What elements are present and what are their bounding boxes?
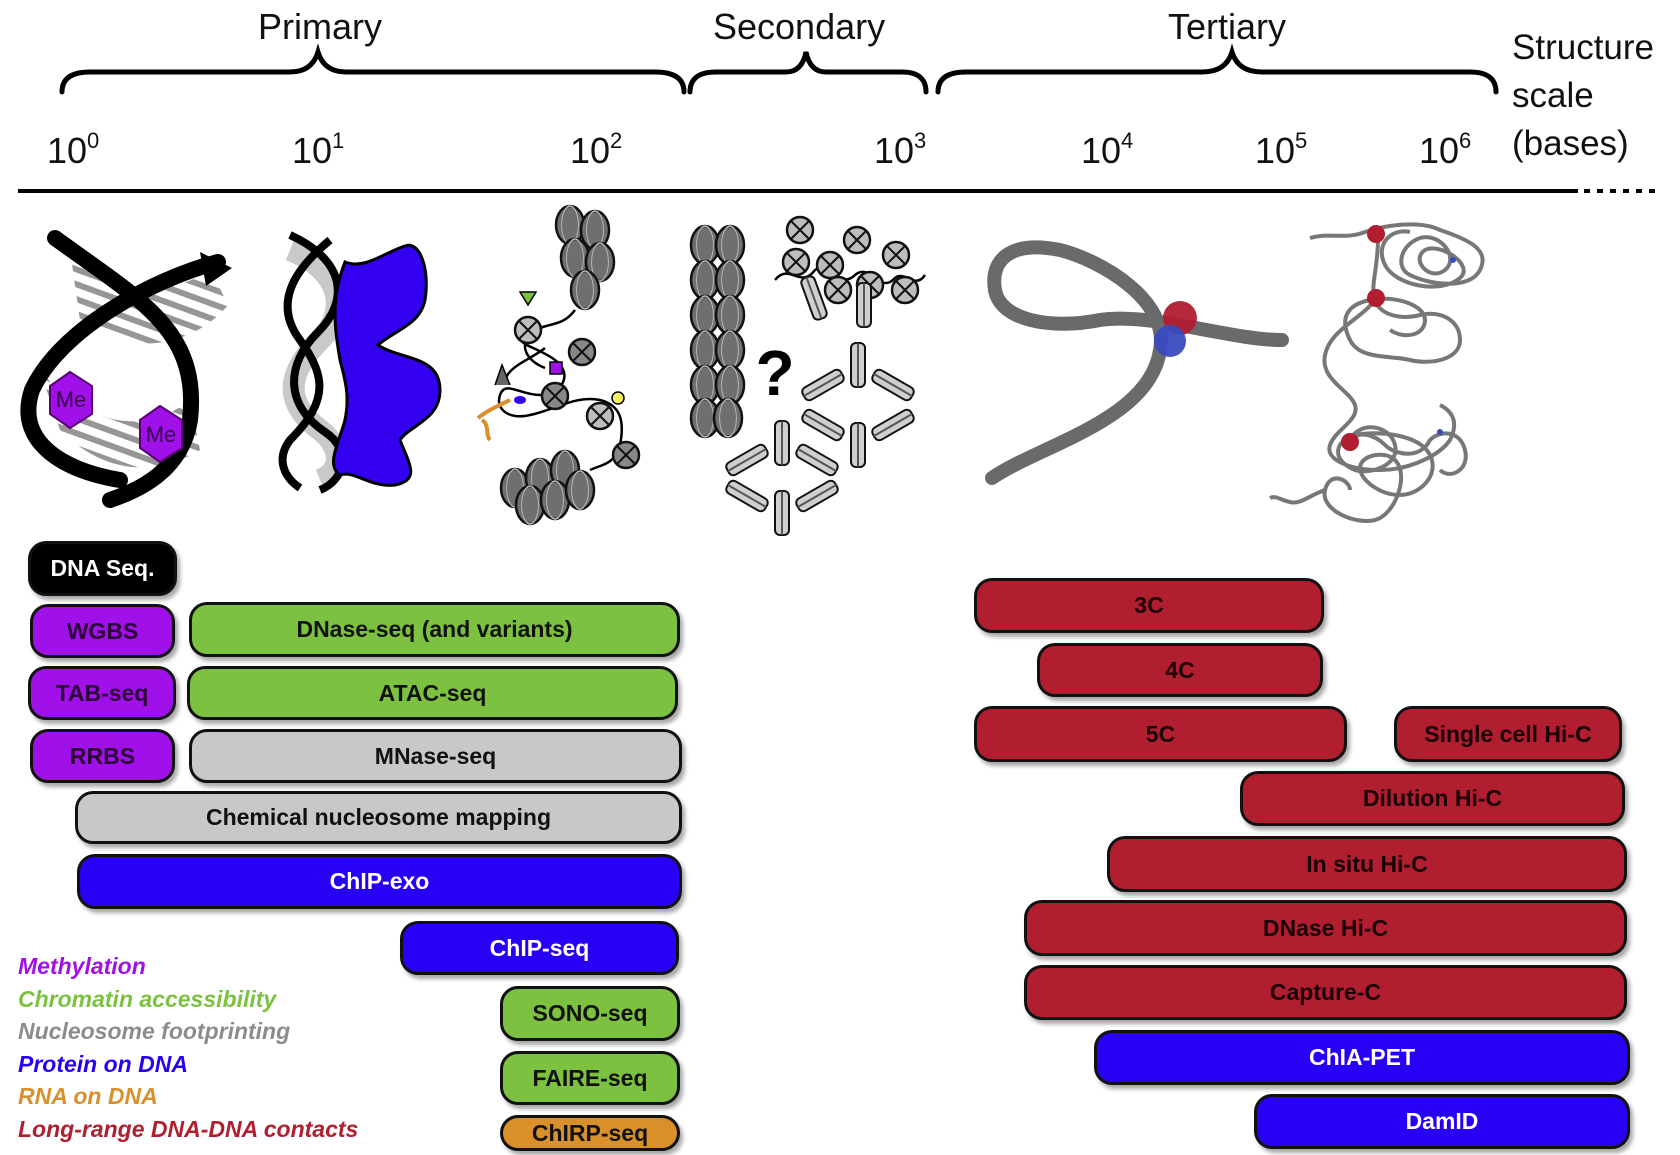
axis-tick: 103 [874, 128, 927, 172]
axis-tick: 106 [1419, 128, 1472, 172]
technique-mnase-seq: MNase-seq [189, 729, 682, 783]
axis-tick: 104 [1081, 128, 1134, 172]
technique-in-situ-hi-c: In situ Hi-C [1107, 836, 1627, 892]
technique-dnase-hi-c: DNase Hi-C [1024, 900, 1627, 956]
legend-item-nucleosome: Nucleosome footprinting [18, 1018, 291, 1044]
legend-item-contacts: Long-range DNA-DNA contacts [18, 1115, 359, 1142]
methylated-dna-icon: Me Me [20, 230, 232, 508]
legend-item-rna: RNA on DNA [18, 1083, 158, 1109]
axis-tick: 102 [570, 128, 623, 172]
tick-base: 10 [47, 130, 88, 171]
tick-base: 10 [874, 130, 915, 171]
technique-single-cell-hi-c: Single cell Hi-C [1394, 706, 1622, 762]
technique-capture-c: Capture-C [1024, 965, 1627, 1020]
scale-title-primary: Primary [258, 6, 382, 47]
legend-item-methylation: Methylation [18, 953, 146, 979]
technique-4c: 4C [1037, 643, 1323, 697]
axis-tick: 105 [1255, 128, 1308, 172]
technique-dilution-hi-c: Dilution Hi-C [1240, 771, 1625, 826]
domain-anchor-icon [1341, 225, 1456, 451]
secondary-structure-icon: ? [689, 215, 927, 536]
technique-chemical-nucleosome-mapping: Chemical nucleosome mapping [75, 791, 682, 844]
technique-chirp-seq: ChIRP-seq [500, 1115, 680, 1151]
protein-bound-dna-icon [278, 231, 442, 494]
technique-faire-seq: FAIRE-seq [500, 1051, 680, 1105]
tick-exponent: 4 [1121, 128, 1134, 153]
technique-3c: 3C [974, 578, 1324, 633]
tick-exponent: 6 [1459, 128, 1472, 153]
tick-exponent: 2 [610, 128, 623, 153]
tick-exponent: 3 [914, 128, 927, 153]
technique-chip-seq: ChIP-seq [400, 921, 679, 975]
technique-chip-exo: ChIP-exo [77, 854, 682, 909]
tick-exponent: 1 [332, 128, 345, 153]
structure-scale-label-line: (bases) [1512, 124, 1629, 163]
technique-5c: 5C [974, 706, 1347, 762]
axis-tick: 100 [47, 128, 100, 172]
methyl-label: Me [56, 387, 87, 412]
technique-dnase-seq: DNase-seq (and variants) [189, 602, 680, 657]
technique-sono-seq: SONO-seq [500, 986, 680, 1041]
structure-scale-label-line: scale [1512, 76, 1594, 115]
structure-scale-label-line: Structure [1512, 28, 1654, 67]
tick-base: 10 [292, 130, 333, 171]
methyl-label: Me [146, 422, 177, 447]
legend-item-protein: Protein on DNA [18, 1050, 188, 1077]
technique-damid: DamID [1254, 1094, 1630, 1149]
technique-dna-seq: DNA Seq. [28, 541, 177, 596]
technique-atac-seq: ATAC-seq [187, 666, 678, 720]
tick-exponent: 5 [1295, 128, 1308, 153]
technique-rrbs: RRBS [30, 729, 175, 783]
technique-tab-seq: TAB-seq [28, 666, 176, 720]
technique-chia-pet: ChIA-PET [1094, 1030, 1630, 1085]
brace-secondary [687, 51, 929, 95]
brace-tertiary [935, 43, 1499, 95]
scale-title-tertiary: Tertiary [1168, 6, 1287, 47]
topological-domains-icon [1269, 222, 1485, 523]
scale-title-secondary: Secondary [713, 6, 886, 47]
structure-scale-label: Structure scale (bases) [1512, 24, 1654, 168]
tick-base: 10 [1255, 130, 1296, 171]
nucleosome-fiber-icon [476, 204, 641, 526]
tick-base: 10 [1419, 130, 1460, 171]
chromatin-loop-icon [985, 240, 1289, 485]
brace-primary [59, 43, 687, 95]
axis-tick: 101 [292, 128, 345, 172]
category-legend: Methylation Chromatin accessibility Nucl… [18, 950, 358, 1145]
tick-base: 10 [570, 130, 611, 171]
unknown-structure-mark: ? [755, 337, 794, 409]
legend-item-accessibility: Chromatin accessibility [18, 985, 277, 1012]
tick-base: 10 [1081, 130, 1122, 171]
technique-wgbs: WGBS [30, 604, 175, 658]
tick-exponent: 0 [87, 128, 100, 153]
